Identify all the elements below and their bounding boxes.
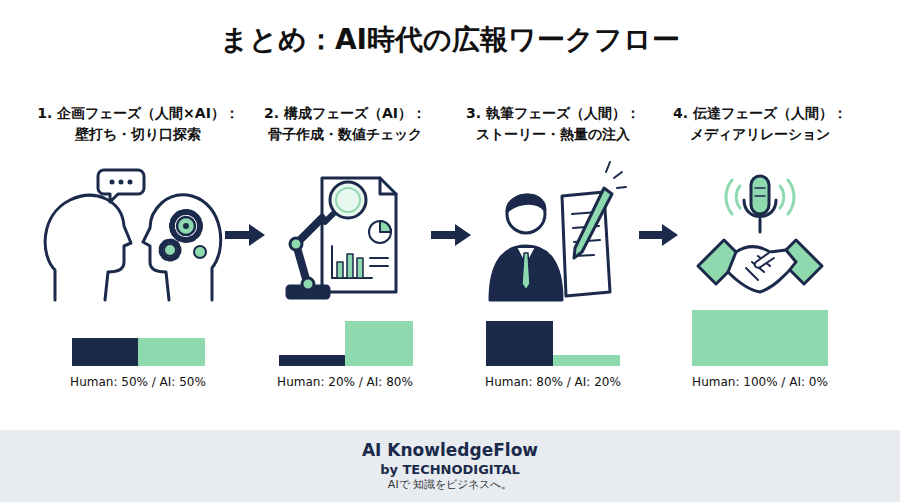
phase-column: 1. 企画フェーズ（人間×AI）：壁打ち・切り口探索Human: 50% / A… (40, 165, 222, 305)
brainstorm-icon-part (128, 180, 133, 185)
share-label: Human: 50% / AI: 50% (70, 372, 206, 392)
relation-icon-part (788, 180, 794, 214)
phase-subheading: ストーリー・熱量の注入 (476, 124, 630, 144)
analysis-icon-part (380, 178, 396, 194)
phase-heading: 4. 伝達フェーズ（人間）： (673, 103, 847, 123)
writer-icon (490, 162, 626, 300)
share-bars-part (138, 338, 205, 366)
writer-icon-part (617, 187, 626, 188)
brainstorm-icon (45, 170, 221, 300)
share-bars-part (345, 321, 413, 366)
writer-icon-part (522, 253, 530, 290)
writer-icon-part (574, 188, 612, 258)
analysis-icon-part (369, 221, 391, 243)
phase-column: 4. 伝達フェーズ（人間）：メディアリレーションHuman: 100% / AI… (681, 165, 841, 305)
analysis-icon-part (337, 262, 343, 278)
analysis-icon-part (357, 258, 363, 278)
brand-name: AI KnowledgeFlow (362, 440, 538, 461)
phase-column: 3. 執筆フェーズ（人間）：ストーリー・熱量の注入Human: 80% / AI… (474, 165, 636, 305)
writer-icon-part (606, 162, 610, 172)
phase-column: 2. 構成フェーズ（AI）：骨子作成・数値チェックHuman: 20% / AI… (268, 165, 428, 305)
writer-icon-part (490, 246, 562, 300)
analysis-icon-part (322, 178, 396, 292)
flow-arrow (431, 231, 459, 239)
analysis-icon-part (380, 221, 391, 232)
analysis-icon-part (290, 238, 302, 250)
brainstorm-icon-part (161, 241, 179, 259)
diagram-title: まとめ：AI時代の広報ワークフロー (0, 20, 900, 60)
writer-icon-part (614, 172, 622, 178)
brainstorm-icon-part (164, 244, 176, 256)
writer-icon-part (507, 195, 545, 233)
phase-heading: 1. 企画フェーズ（人間×AI）： (37, 103, 239, 123)
share-label: Human: 100% / AI: 0% (692, 372, 828, 392)
phase-heading: 2. 構成フェーズ（AI）： (264, 103, 426, 123)
analysis-icon-part (302, 278, 314, 290)
share-bars-part (72, 338, 138, 366)
relation-icon-part (755, 187, 765, 189)
relation-icon-part (726, 180, 732, 214)
brand-company: by TECHNODIGITAL (380, 462, 520, 478)
relation-icon-part (751, 176, 769, 214)
analysis-icon-part (331, 246, 333, 278)
relation-icon-part (728, 247, 796, 292)
relation-icon-part (780, 186, 784, 208)
analysis-icon-part (370, 265, 388, 267)
relation-icon-part (755, 252, 774, 268)
analysis-icon-part (296, 218, 322, 286)
brainstorm-icon-part (172, 212, 200, 240)
brainstorm-icon-part (183, 223, 189, 229)
share-bars-part (279, 355, 345, 366)
relation-icon (698, 176, 822, 292)
brand-tagline: AIで 知識をビジネスへ。 (388, 478, 512, 492)
phase-subheading: 壁打ち・切り口探索 (75, 124, 201, 144)
brainstorm-icon-part (98, 170, 144, 202)
analysis-icon-part (347, 254, 353, 278)
brainstorm-icon-part (110, 180, 115, 185)
relation-icon-part (759, 219, 762, 232)
share-bars (72, 310, 828, 366)
footer-band: AI KnowledgeFlowby TECHNODIGITALAIで 知識をビ… (0, 430, 900, 502)
share-bars-part (553, 355, 620, 366)
brainstorm-icon-part (119, 180, 124, 185)
analysis-icon-part (336, 188, 360, 212)
flow-arrow (639, 231, 666, 239)
flow-arrow (225, 231, 253, 239)
brainstorm-icon-part (177, 217, 195, 235)
analysis-icon-part (370, 257, 388, 259)
share-bars-part (486, 321, 553, 366)
share-bars-part (692, 310, 828, 366)
brainstorm-icon-part (143, 195, 221, 300)
analysis-icon-part (325, 214, 333, 222)
brainstorm-icon-part (45, 195, 131, 300)
writer-icon-part (507, 195, 545, 211)
relation-icon-part (755, 195, 765, 197)
analysis-icon-part (330, 182, 366, 218)
brainstorm-icon-part (194, 246, 206, 258)
analysis-icon (287, 178, 396, 298)
phase-heading: 3. 執筆フェーズ（人間）： (466, 103, 640, 123)
share-label: Human: 80% / AI: 20% (485, 372, 621, 392)
phase-subheading: 骨子作成・数値チェック (268, 124, 422, 144)
share-label: Human: 20% / AI: 80% (277, 372, 413, 392)
phase-subheading: メディアリレーション (690, 124, 830, 144)
relation-icon-part (744, 200, 776, 217)
relation-icon-part (736, 186, 740, 208)
